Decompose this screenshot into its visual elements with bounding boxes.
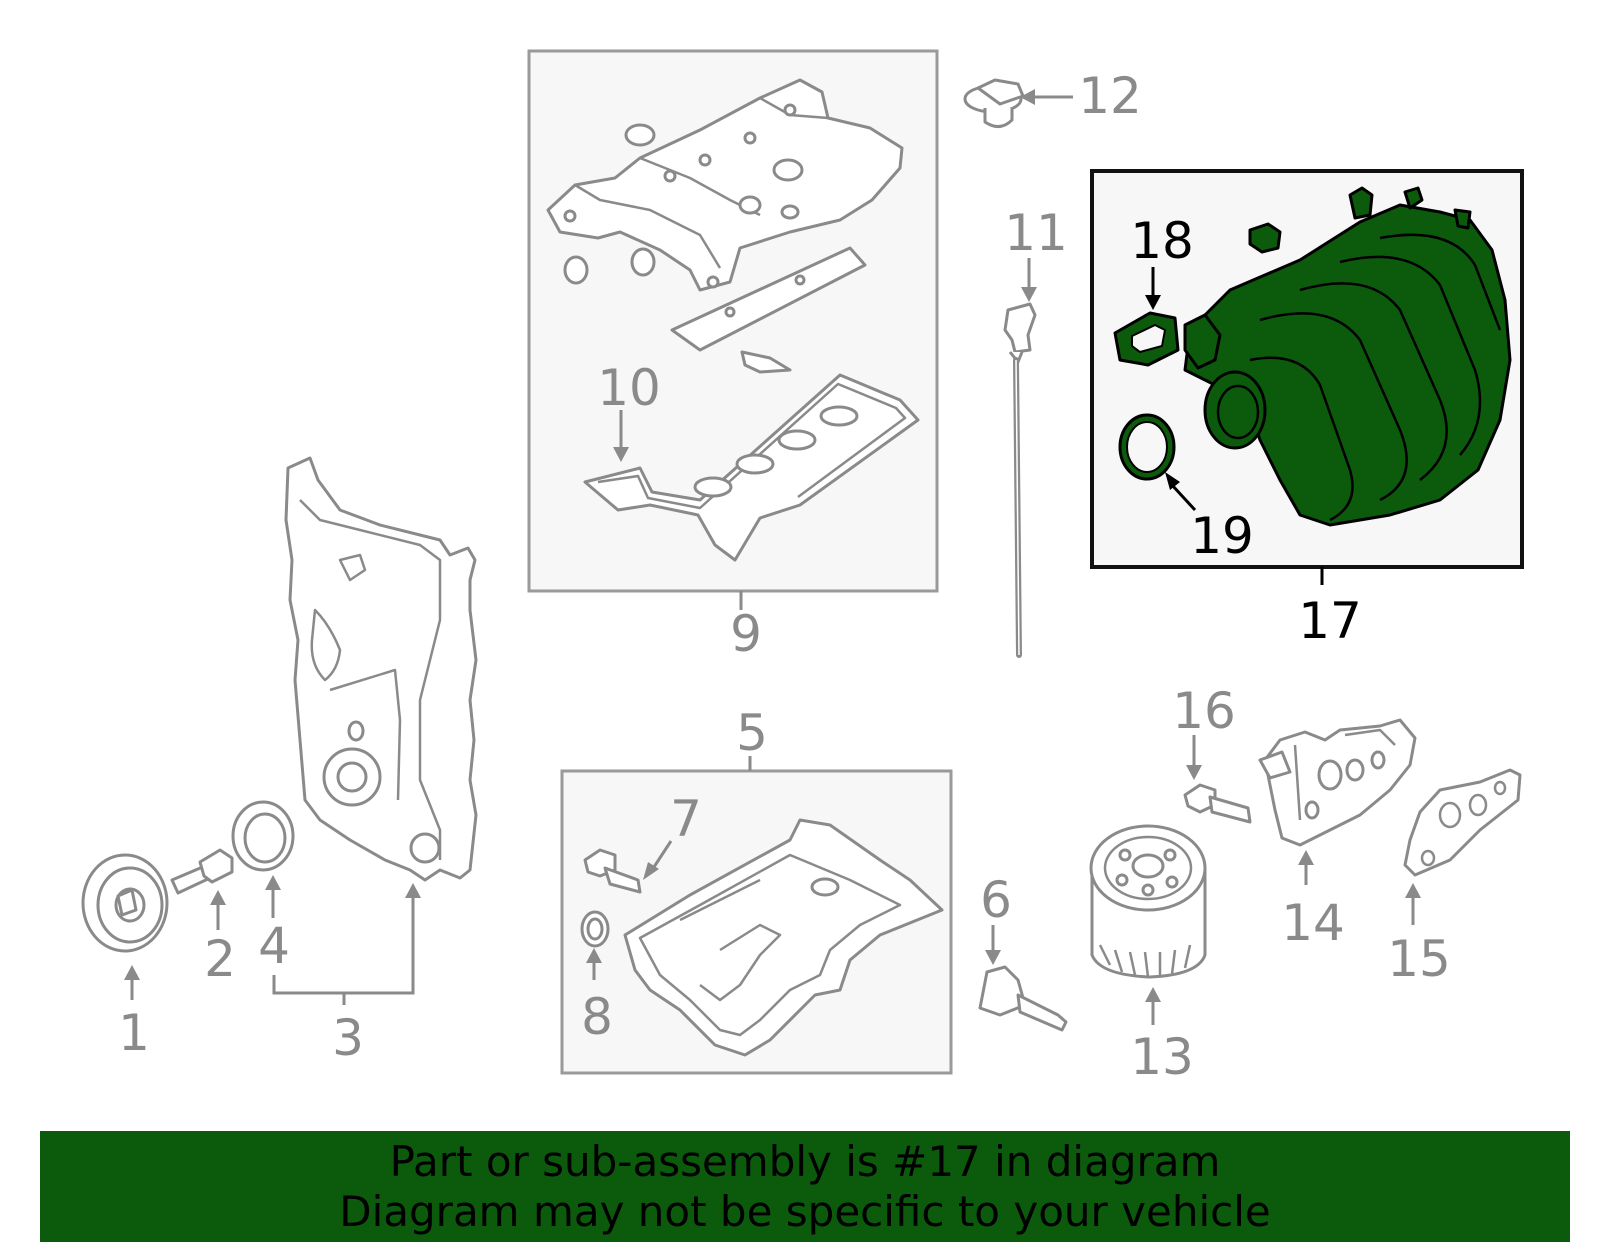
callout-14: 14	[1281, 894, 1345, 952]
callout-17: 17	[1298, 592, 1362, 650]
callout-3: 3	[332, 1009, 364, 1067]
callout-9: 9	[730, 605, 762, 663]
callout-1: 1	[118, 1004, 150, 1062]
drain-plug-illustration	[583, 848, 642, 894]
oil-pan-illustration	[623, 818, 944, 1057]
banner-line-1: Part or sub-assembly is #17 in diagram	[389, 1137, 1221, 1186]
callout-10: 10	[597, 359, 661, 417]
crankshaft-pulley-illustration	[81, 853, 169, 953]
timing-cover-illustration	[284, 456, 478, 882]
callout-18: 18	[1130, 212, 1194, 270]
callout-15: 15	[1387, 930, 1451, 988]
callout-5: 5	[736, 704, 768, 762]
callout-13: 13	[1130, 1028, 1194, 1086]
info-banner: Part or sub-assembly is #17 in diagram D…	[40, 1131, 1570, 1242]
callout-6: 6	[980, 871, 1012, 929]
banner-line-2: Diagram may not be specific to your vehi…	[339, 1187, 1271, 1236]
drain-plug-washer-illustration	[580, 910, 610, 948]
crankshaft-seal-illustration	[231, 800, 295, 872]
callout-2: 2	[204, 930, 236, 988]
oil-filler-cap-illustration	[963, 78, 1025, 128]
callout-11: 11	[1004, 204, 1068, 262]
callout-7: 7	[670, 790, 702, 848]
callout-4: 4	[258, 917, 290, 975]
callout-8: 8	[581, 988, 613, 1046]
callout-19: 19	[1190, 507, 1254, 565]
oil-level-sensor-illustration	[978, 965, 1068, 1032]
oil-filter-adapter-illustration	[1258, 718, 1417, 847]
dipstick-illustration	[1003, 302, 1037, 658]
callout-12: 12	[1078, 67, 1142, 125]
oil-filter-adapter-gasket-illustration	[1403, 768, 1522, 877]
intake-manifold-illustration	[1113, 186, 1512, 527]
pulley-bolt-illustration	[170, 848, 234, 895]
oil-filter-illustration	[1089, 824, 1207, 979]
callout-16: 16	[1172, 682, 1236, 740]
oil-filter-adapter-bolt-illustration	[1183, 783, 1252, 824]
valve-cover-illustration	[546, 78, 920, 562]
